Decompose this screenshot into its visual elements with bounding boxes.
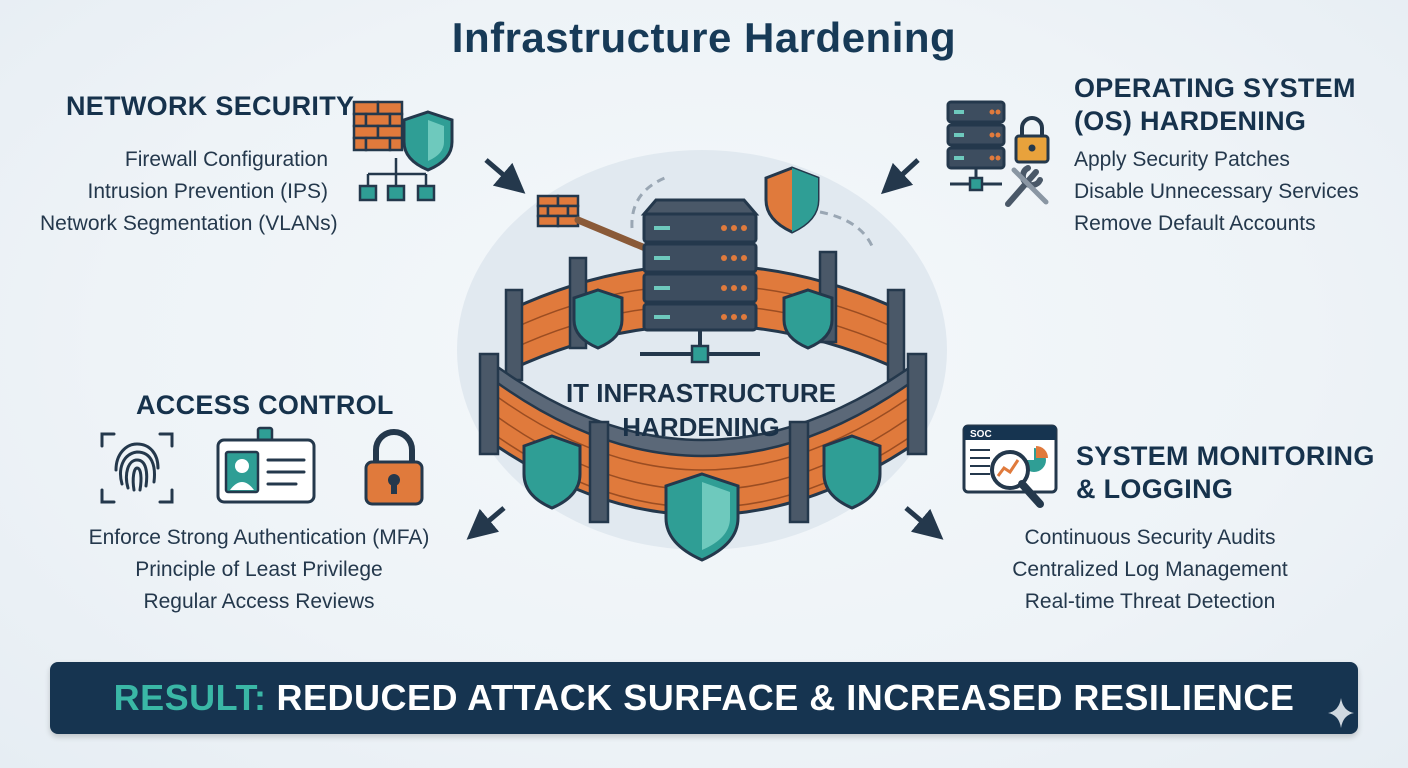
list-item: Disable Unnecessary Services: [1074, 180, 1359, 203]
fingerprint-icon: [100, 432, 174, 504]
list-item: Apply Security Patches: [1074, 148, 1290, 171]
page-title: Infrastructure Hardening: [451, 14, 957, 61]
server-stack-icon: [640, 198, 760, 364]
list-item: Firewall Configuration: [124, 148, 328, 171]
arrow-network-to-center: [484, 158, 526, 194]
firewall-shield-network-icon: [352, 100, 454, 202]
arrow-center-to-access: [466, 506, 506, 540]
result-prefix: RESULT:: [113, 677, 267, 718]
center-label: IT INFRASTRUCTURE HARDENING: [565, 378, 837, 442]
list-item: Intrusion Prevention (IPS): [87, 180, 328, 203]
shield-icon: [822, 434, 882, 510]
system-monitoring-list: Continuous Security Audits Centralized L…: [960, 522, 1340, 618]
result-banner: RESULT: REDUCED ATTACK SURFACE & INCREAS…: [50, 662, 1358, 734]
list-item: Principle of Least Privilege: [135, 558, 383, 581]
access-control-heading: ACCESS CONTROL: [136, 390, 394, 420]
network-security-list: Firewall Configuration Intrusion Prevent…: [40, 144, 338, 240]
soc-label: SOC: [970, 429, 992, 440]
network-security-heading: NETWORK SECURITY: [66, 91, 355, 121]
arrow-os-to-center: [880, 158, 920, 195]
access-control-list: Enforce Strong Authentication (MFA) Prin…: [40, 522, 478, 618]
id-badge-icon: [216, 426, 316, 504]
list-item: Network Segmentation (VLANs): [40, 212, 338, 235]
list-item: Enforce Strong Authentication (MFA): [88, 526, 430, 549]
system-monitoring-heading: SYSTEM MONITORING & LOGGING: [1076, 441, 1375, 504]
list-item: Continuous Security Audits: [1024, 526, 1276, 549]
server-lock-wrench-icon: [946, 100, 1050, 207]
list-item: Remove Default Accounts: [1074, 212, 1316, 235]
list-item: Centralized Log Management: [1012, 558, 1288, 581]
result-text: REDUCED ATTACK SURFACE & INCREASED RESIL…: [276, 677, 1295, 718]
small-firewall-icon: [536, 194, 580, 228]
flow-arc-icon: [819, 210, 874, 247]
padlock-icon: [364, 429, 424, 506]
os-hardening-list: Apply Security Patches Disable Unnecessa…: [1074, 144, 1359, 240]
arrow-center-to-monitoring: [904, 506, 944, 540]
sparkle-icon: [1328, 698, 1354, 728]
os-hardening-heading: OPERATING SYSTEM (OS) HARDENING: [1074, 73, 1356, 136]
soc-monitor-magnifier-icon: SOC: [962, 424, 1058, 508]
shield-icon: [572, 288, 624, 350]
list-item: Regular Access Reviews: [143, 590, 375, 613]
shield-icon: [782, 288, 834, 350]
shield-icon: [522, 434, 582, 510]
list-item: Real-time Threat Detection: [1024, 590, 1276, 613]
flow-arc-icon: [630, 174, 671, 229]
fortified-server-illustration: [457, 150, 947, 562]
